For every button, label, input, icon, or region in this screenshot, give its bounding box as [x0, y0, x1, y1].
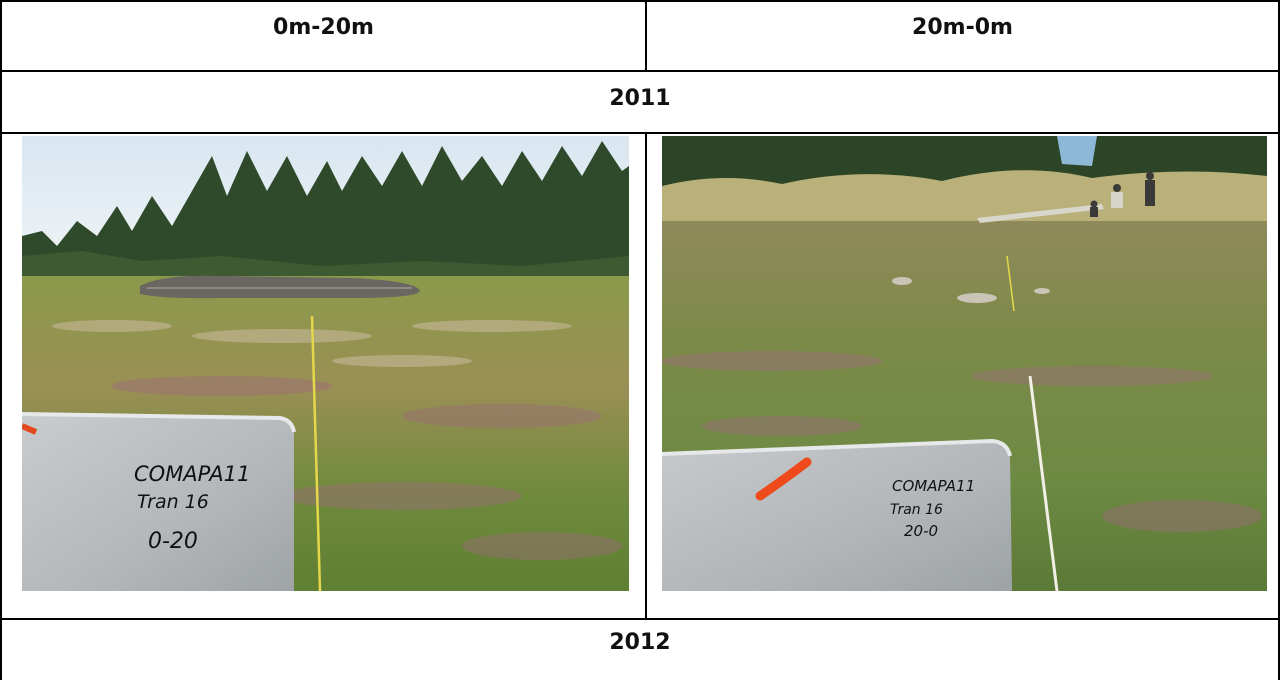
table-rule-year-2011-bottom: [0, 132, 1280, 134]
year-2012-label: 2012: [609, 629, 671, 655]
photo-marsh-scene-right: COMAPA11 Tran 16 20-0: [662, 136, 1267, 591]
photo-transect-20-0: COMAPA11 Tran 16 20-0: [662, 136, 1267, 591]
photo-transect-0-20: COMAPA11 Tran 16 0-20: [22, 136, 629, 591]
board-text-line-2: Tran 16: [137, 491, 209, 513]
table-border-top: [0, 0, 1280, 2]
photo-marsh-scene-left: COMAPA11 Tran 16 0-20: [22, 136, 629, 591]
year-2011-label: 2011: [609, 85, 671, 111]
table-column-divider-header: [645, 0, 647, 71]
table-rule-header-bottom: [0, 70, 1280, 72]
header-0m-20m: 0m-20m: [273, 14, 374, 40]
board-text-line-3: 20-0: [904, 522, 938, 540]
board-text-line-3: 0-20: [148, 529, 198, 554]
header-20m-0m: 20m-0m: [912, 14, 1013, 40]
board-text-line-2: Tran 16: [890, 502, 943, 518]
table-border-left: [0, 0, 2, 680]
table-column-divider-photos: [645, 133, 647, 619]
table-border-right: [1278, 0, 1280, 680]
board-text-line-1: COMAPA11: [134, 462, 250, 486]
board-text-line-1: COMAPA11: [892, 477, 975, 495]
table-rule-photos-bottom: [0, 618, 1280, 620]
